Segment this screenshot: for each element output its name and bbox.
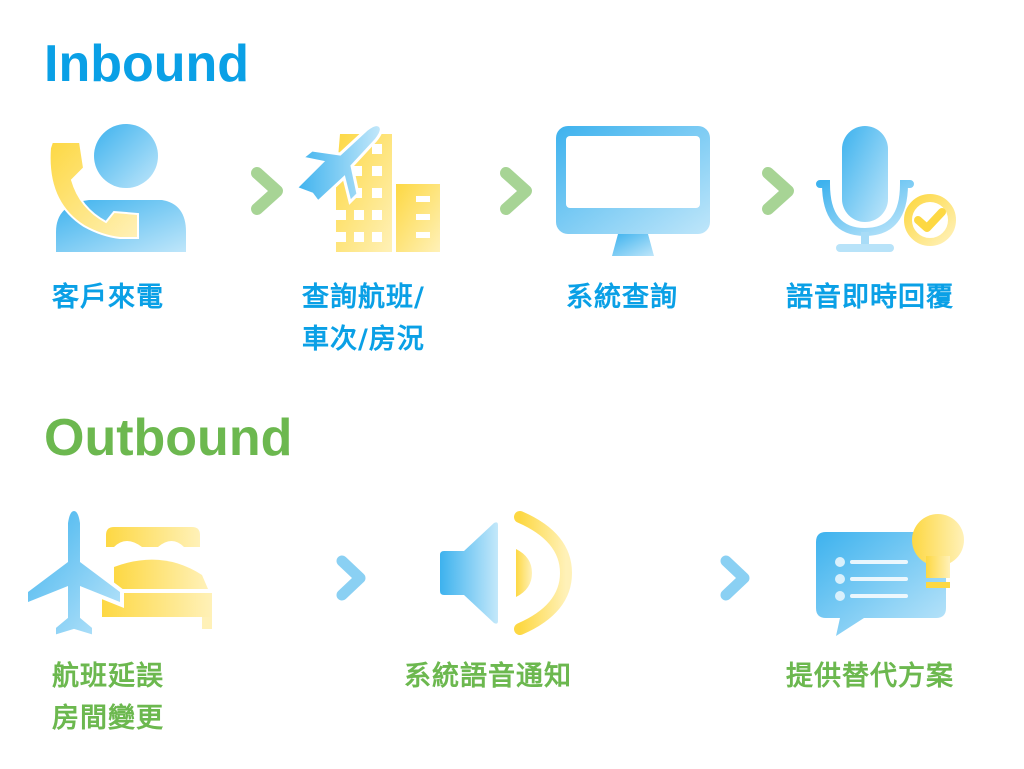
flight-hotel-icon <box>293 123 440 252</box>
arrow-right-icon <box>464 167 532 215</box>
microphone-check-icon <box>816 126 956 252</box>
plane-bed-icon <box>24 506 212 637</box>
monitor-icon <box>556 126 710 256</box>
inbound-step-label: 查詢航班/ 車次/房況 <box>302 282 425 355</box>
outbound-step-label: 系統語音通知 <box>404 661 572 692</box>
inbound-title: Inbound <box>44 35 250 93</box>
speaker-icon <box>440 511 573 635</box>
inbound-step-label: 客戶來電 <box>52 282 164 313</box>
inbound-step-label: 語音即時回覆 <box>786 282 954 313</box>
arrow-right-icon <box>256 555 366 601</box>
arrow-right-icon <box>640 555 750 601</box>
outbound-step-label: 航班延誤 房間變更 <box>52 661 164 734</box>
arrow-right-icon <box>215 167 283 215</box>
outbound-step-label: 提供替代方案 <box>786 661 954 692</box>
caller-phone-icon <box>48 124 186 252</box>
inbound-step-label: 系統查詢 <box>566 282 678 313</box>
outbound-title: Outbound <box>44 409 293 467</box>
arrow-right-icon <box>726 167 794 215</box>
chat-lightbulb-icon <box>816 514 964 636</box>
